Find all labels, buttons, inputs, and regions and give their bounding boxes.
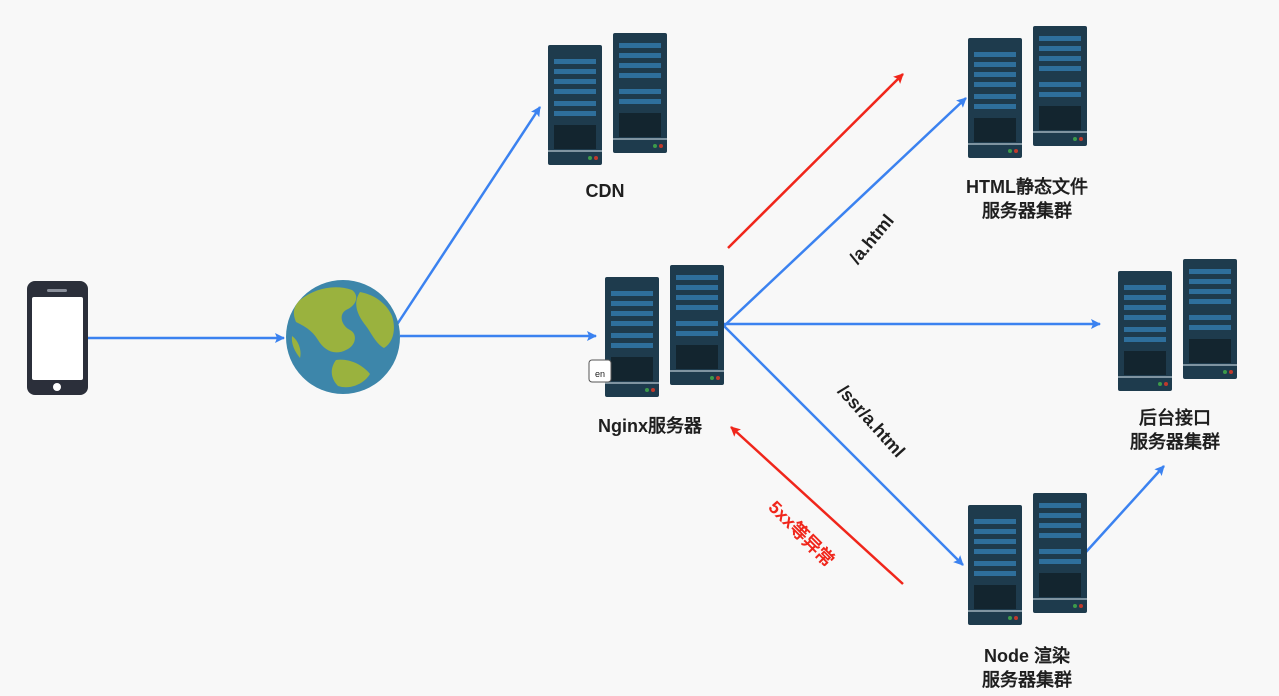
edge-internet-to-cdn (394, 106, 542, 327)
html-cluster-label-line2: 服务器集群 (981, 201, 1072, 221)
backend-server-icon (1117, 258, 1238, 392)
nginx-badge-text: en (595, 369, 605, 379)
node-cluster-label: Node 渲染 服务器集群 (982, 644, 1072, 692)
html-cluster-label-line1: HTML静态文件 (966, 177, 1088, 197)
backend-label-line2: 服务器集群 (1130, 432, 1220, 452)
node-cluster-label-line2: 服务器集群 (982, 670, 1072, 690)
edge-error-fallback (730, 426, 904, 585)
cdn-label: CDN (585, 181, 625, 201)
edge-nginx-to-node-cluster (723, 325, 964, 566)
edge-error-up (727, 73, 904, 249)
html-cluster-label: HTML静态文件 服务器集群 (966, 175, 1088, 223)
globe-icon (286, 280, 400, 394)
phone-icon (27, 281, 88, 395)
node-cluster-server-icon (967, 492, 1088, 626)
cdn-server-icon (547, 32, 668, 166)
backend-label: 后台接口 服务器集群 (1130, 406, 1220, 454)
nginx-badge-icon: en (588, 359, 612, 383)
edge-nginx-to-html-cluster (723, 97, 967, 327)
node-cluster-label-line1: Node 渲染 (983, 646, 1070, 666)
nginx-server-icon (604, 264, 725, 398)
nginx-label: Nginx服务器 (597, 416, 703, 436)
backend-label-line1: 后台接口 (1139, 408, 1211, 428)
html-cluster-server-icon (967, 25, 1088, 159)
edge-node-to-backend (1085, 465, 1165, 553)
